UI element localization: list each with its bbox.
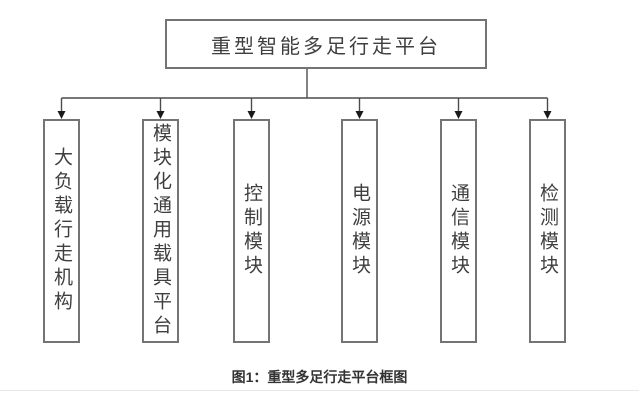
module-node-communication: 通信模块 [440, 119, 477, 343]
module-node-carrier-platform: 模块化通用载具平台 [142, 119, 179, 343]
bottom-divider [0, 390, 639, 391]
root-node-label: 重型智能多足行走平台 [211, 33, 441, 58]
figure-caption: 图1：重型多足行走平台框图 [231, 369, 408, 385]
arrow-down-icon [454, 111, 463, 119]
connector-lines [57, 69, 552, 119]
arrow-down-icon [57, 111, 66, 119]
arrow-down-icon [543, 111, 552, 119]
module-node-label: 模块化通用载具平台 [150, 123, 172, 339]
root-node: 重型智能多足行走平台 [165, 19, 487, 69]
arrow-down-icon [247, 111, 256, 119]
module-node-label: 通信模块 [448, 183, 470, 279]
module-node-walking-mechanism: 大负载行走机构 [43, 119, 80, 343]
arrow-down-icon [156, 111, 165, 119]
block-diagram: 重型智能多足行走平台 大负载行走机构 模块化通用载具平台 控制模块 电源模块 通… [43, 19, 566, 343]
arrowheads [57, 111, 552, 119]
module-node-detection: 检测模块 [529, 119, 566, 343]
module-node-label: 大负载行走机构 [51, 147, 73, 315]
module-node-control: 控制模块 [233, 119, 270, 343]
module-node-power: 电源模块 [341, 119, 378, 343]
module-node-label: 控制模块 [241, 183, 263, 279]
arrow-down-icon [355, 111, 364, 119]
module-node-label: 检测模块 [537, 183, 559, 279]
module-node-label: 电源模块 [349, 183, 371, 279]
